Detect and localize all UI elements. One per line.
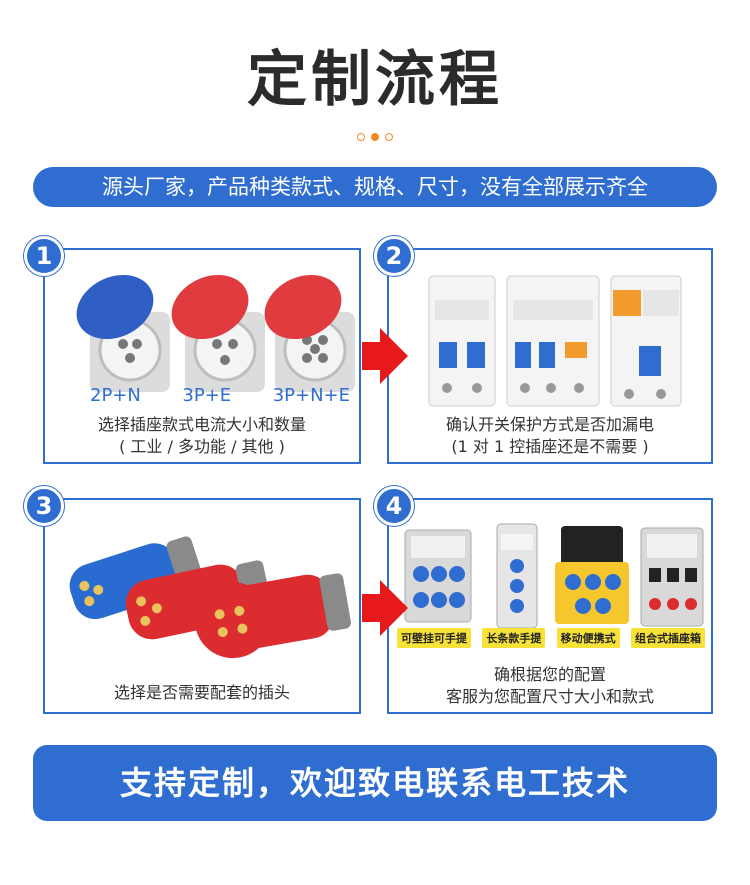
decorative-dots (355, 133, 395, 143)
step-number-badge: 4 (374, 486, 414, 526)
socket-type-label: 3P+E (182, 385, 232, 406)
step-3-card: 选择是否需要配套的插头 (43, 498, 361, 714)
step-number-badge: 3 (24, 486, 64, 526)
footer-banner: 支持定制，欢迎致电联系电工技术 (33, 745, 717, 821)
step-4-caption-line2: 客服为您配置尺寸大小和款式 (445, 687, 654, 706)
step-4-caption-line1: 确根据您的配置 (493, 665, 606, 684)
box-type-label: 组合式插座箱 (630, 628, 705, 648)
socket-type-label: 3P+N+E (272, 385, 350, 406)
socket-type-labels: 2P+N 3P+E 3P+N+E (90, 385, 350, 406)
arrow-right-icon (362, 328, 408, 384)
step-2-caption-line1: 确认开关保护方式是否加漏电 (445, 415, 654, 434)
step-number-badge: 1 (24, 236, 64, 276)
box-type-label: 可壁挂可手提 (397, 628, 471, 648)
step-1-caption-line1: 选择插座款式电流大小和数量 (97, 415, 306, 434)
step-number-badge: 2 (374, 236, 414, 276)
step-1-caption-line2: ( 工业 / 多功能 / 其他 ) (119, 437, 285, 456)
dot-icon (357, 133, 365, 141)
page-title: 定制流程 (247, 45, 503, 115)
step-4-card: 确根据您的配置 客服为您配置尺寸大小和款式 (387, 498, 713, 714)
dot-icon (385, 133, 393, 141)
plug-product-image (69, 536, 351, 659)
info-banner: 源头厂家，产品种类款式、规格、尺寸，没有全部展示齐全 (33, 167, 717, 207)
step-3-caption-line1: 选择是否需要配套的插头 (113, 683, 290, 702)
box-type-label: 长条款手提 (482, 628, 546, 648)
arrow-right-icon (362, 580, 408, 636)
dot-icon (371, 133, 379, 141)
socket-product-image (76, 274, 355, 392)
socket-box-labels: 可壁挂可手提 长条款手提 移动便携式 组合式插座箱 (397, 628, 705, 648)
socket-box-product-image (404, 523, 704, 629)
step-1-card: 选择插座款式电流大小和数量 ( 工业 / 多功能 / 其他 ) (43, 248, 361, 464)
box-type-label: 移动便携式 (556, 628, 620, 648)
breaker-product-image (428, 275, 682, 407)
step-2-card: 确认开关保护方式是否加漏电 (1 对 1 控插座还是不需要 ) (387, 248, 713, 464)
socket-type-label: 2P+N (90, 385, 141, 406)
step-2-caption-line2: (1 对 1 控插座还是不需要 ) (451, 437, 649, 456)
